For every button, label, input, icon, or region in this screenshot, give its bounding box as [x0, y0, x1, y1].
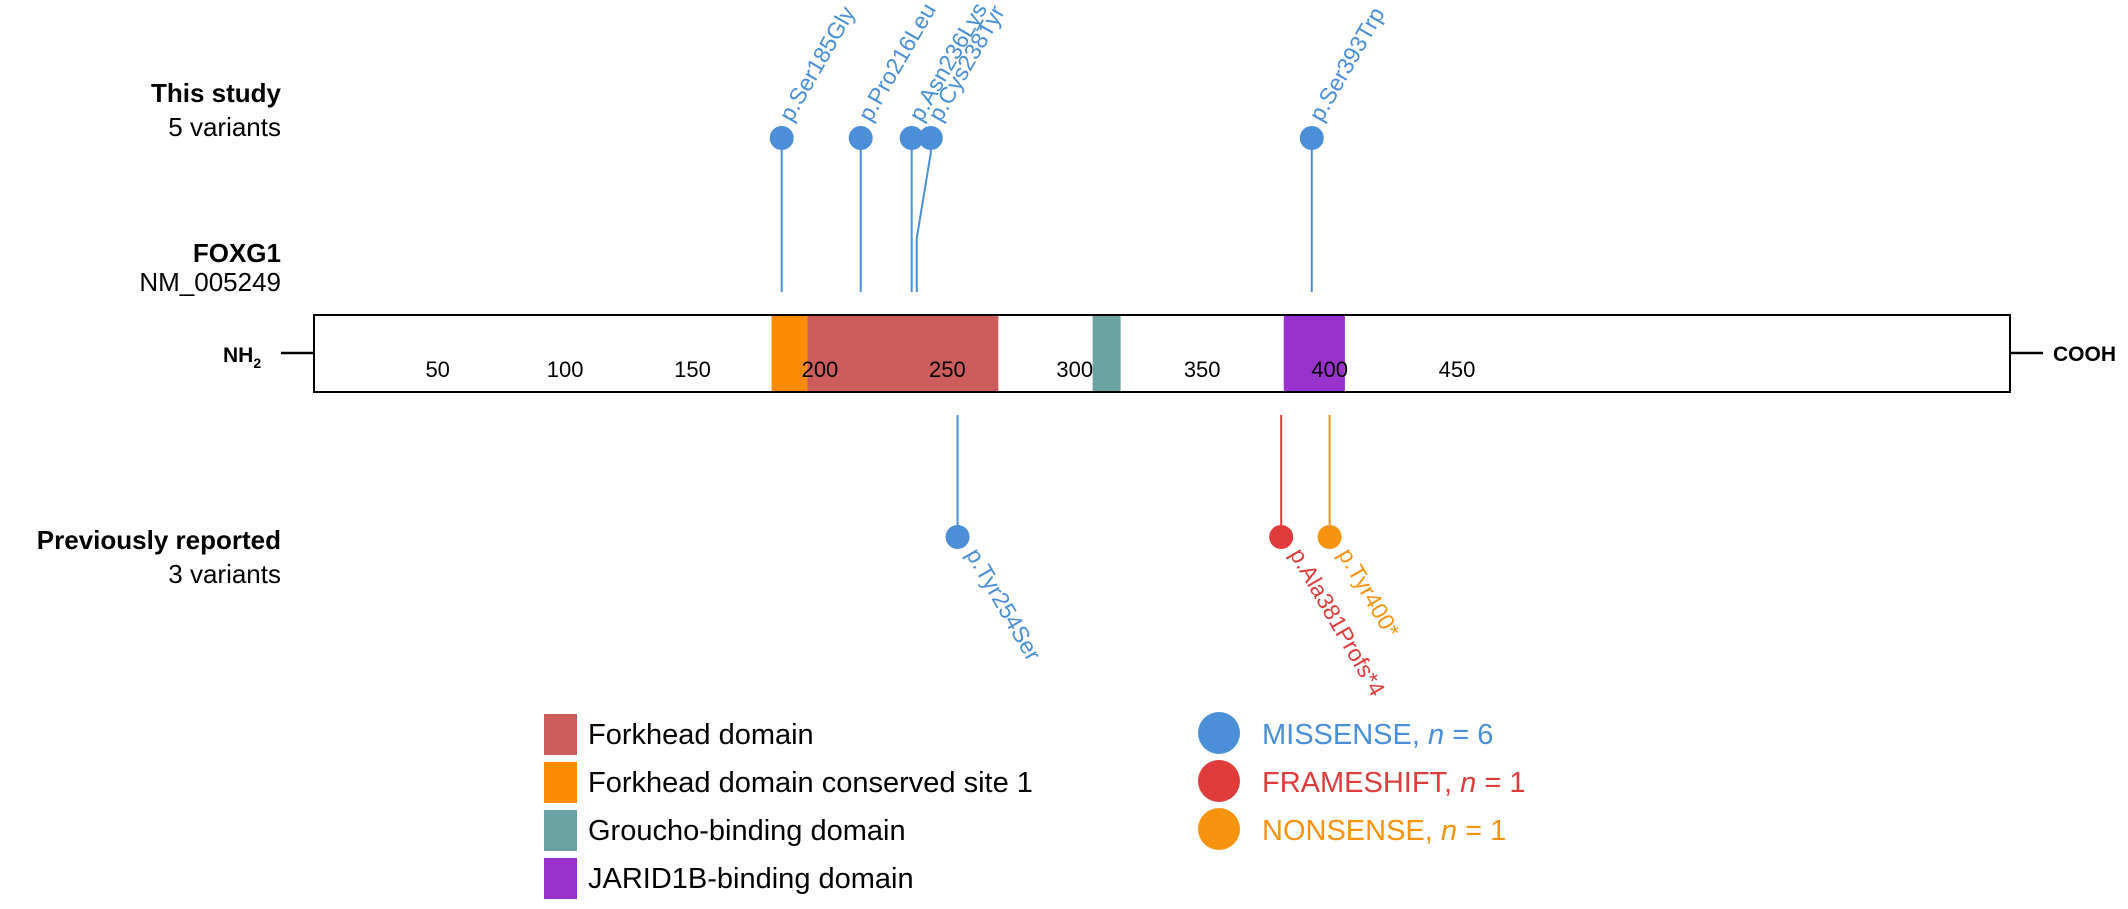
variant-stem: [915, 138, 932, 292]
legend-domain-label: JARID1B-binding domain: [588, 863, 914, 895]
variant-marker[interactable]: [769, 126, 794, 150]
legend-swatch: [544, 858, 577, 899]
legend-dot: [1198, 712, 1240, 754]
variant-label: p.Ser185Gly: [774, 1, 861, 125]
tick-label: 350: [1184, 357, 1221, 382]
domain-block: [771, 315, 808, 392]
previous-title: Previously reported: [37, 525, 281, 555]
variant-label: p.Ser393Trp: [1304, 3, 1390, 126]
variant-marker[interactable]: [899, 126, 924, 150]
tick-label: 450: [1439, 357, 1476, 382]
protein-bar: [313, 314, 2011, 393]
legend-domain-label: Forkhead domain: [588, 719, 814, 751]
domain-block: [807, 315, 999, 392]
variant-marker[interactable]: [1317, 525, 1342, 549]
c-terminus-label: COOH: [2053, 343, 2116, 366]
tick-label: 400: [1311, 357, 1348, 382]
variant-marker[interactable]: [918, 126, 943, 150]
legend-dot: [1198, 808, 1240, 850]
this-study-title: This study: [151, 78, 282, 108]
tick-label: 100: [547, 357, 584, 382]
tick-label: 50: [425, 357, 449, 382]
variant-marker[interactable]: [848, 126, 873, 150]
tick-label: 150: [674, 357, 711, 382]
legend-swatch: [544, 810, 577, 851]
variant-marker[interactable]: [1269, 525, 1294, 549]
transcript-id: NM_005249: [139, 267, 281, 297]
legend-swatch: [544, 762, 577, 803]
domain-block: [1092, 315, 1121, 392]
domain-block: [1283, 315, 1345, 392]
variant-type-legend: MISSENSE, n = 6 FRAMESHIFT, n = 1 NONSENSE…: [1198, 712, 1526, 850]
legend-type-label: MISSENSE, n = 6: [1262, 719, 1493, 751]
legend-domain-label: Groucho-binding domain: [588, 815, 906, 847]
legend-domain-label: Forkhead domain conserved site 1: [588, 767, 1033, 799]
previous-count: 3 variants: [168, 559, 281, 589]
legend-type-label: FRAMESHIFT, n = 1: [1262, 767, 1526, 799]
variant-label: p.Tyr254Ser: [961, 544, 1046, 666]
domains-layer: [771, 315, 1345, 392]
tick-label: 300: [1056, 357, 1093, 382]
this-study-count: 5 variants: [168, 112, 281, 142]
legend-swatch: [544, 714, 577, 755]
variant-marker[interactable]: [945, 525, 970, 549]
tick-labels: 50 100 150 200 250 300 350 400 450: [425, 357, 1475, 382]
legend-type-label: NONSENSE, n = 1: [1262, 815, 1506, 847]
tick-label: 200: [802, 357, 839, 382]
tick-label: 250: [929, 357, 966, 382]
n-terminus-label: NH2: [223, 344, 261, 371]
gene-name: FOXG1: [193, 238, 281, 268]
legend-dot: [1198, 760, 1240, 802]
variant-marker[interactable]: [1299, 126, 1324, 150]
